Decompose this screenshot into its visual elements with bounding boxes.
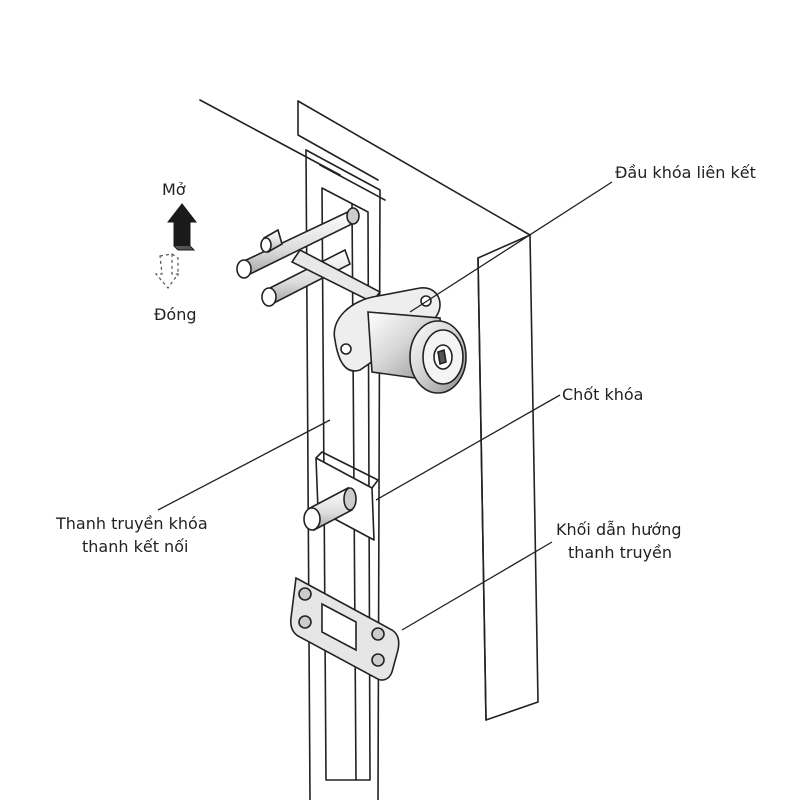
cabinet-front-inner	[477, 257, 487, 721]
lock-latch-label: Chốt khóa	[562, 385, 644, 404]
leader-lock-latch	[375, 394, 561, 501]
screw-1	[298, 587, 312, 601]
leader-transmission-bar	[157, 419, 331, 511]
guide-block-label-line2: thanh truyền	[568, 543, 673, 562]
strike-plate-slot	[321, 602, 357, 652]
up-arrow-icon	[166, 203, 198, 251]
cabinet-front-panel	[477, 234, 539, 721]
key-slot	[437, 348, 447, 366]
transmission-bar-label-line1: Thanh truyền khóa	[56, 514, 208, 533]
screw-3	[371, 627, 385, 641]
open-label: Mở	[162, 180, 186, 199]
guide-block-label-line1: Khối dẫn hướng	[556, 520, 682, 539]
latch-pin-end	[303, 507, 321, 531]
leader-guide-block	[401, 541, 553, 631]
upper-rod-1-end	[236, 259, 252, 279]
connected-lock-head-label: Đầu khóa liên kết	[615, 163, 756, 182]
guide-block-side	[315, 451, 379, 489]
leader-lock-head	[409, 181, 613, 313]
screw-4	[371, 653, 385, 667]
cabinet-top-edge	[199, 99, 341, 176]
rail-channel-outer	[305, 149, 381, 800]
cabinet-body-edge	[297, 100, 379, 181]
rail-channel-left	[305, 149, 311, 800]
screw-2	[298, 615, 312, 629]
down-arrow-dashed-icon	[154, 253, 180, 289]
upper-rod-2-end	[261, 287, 277, 307]
close-label: Đóng	[154, 305, 197, 324]
rail-channel-lip	[319, 164, 386, 201]
cabinet-side-top	[297, 100, 531, 236]
transmission-bar-label-line2: thanh kết nối	[82, 537, 189, 556]
